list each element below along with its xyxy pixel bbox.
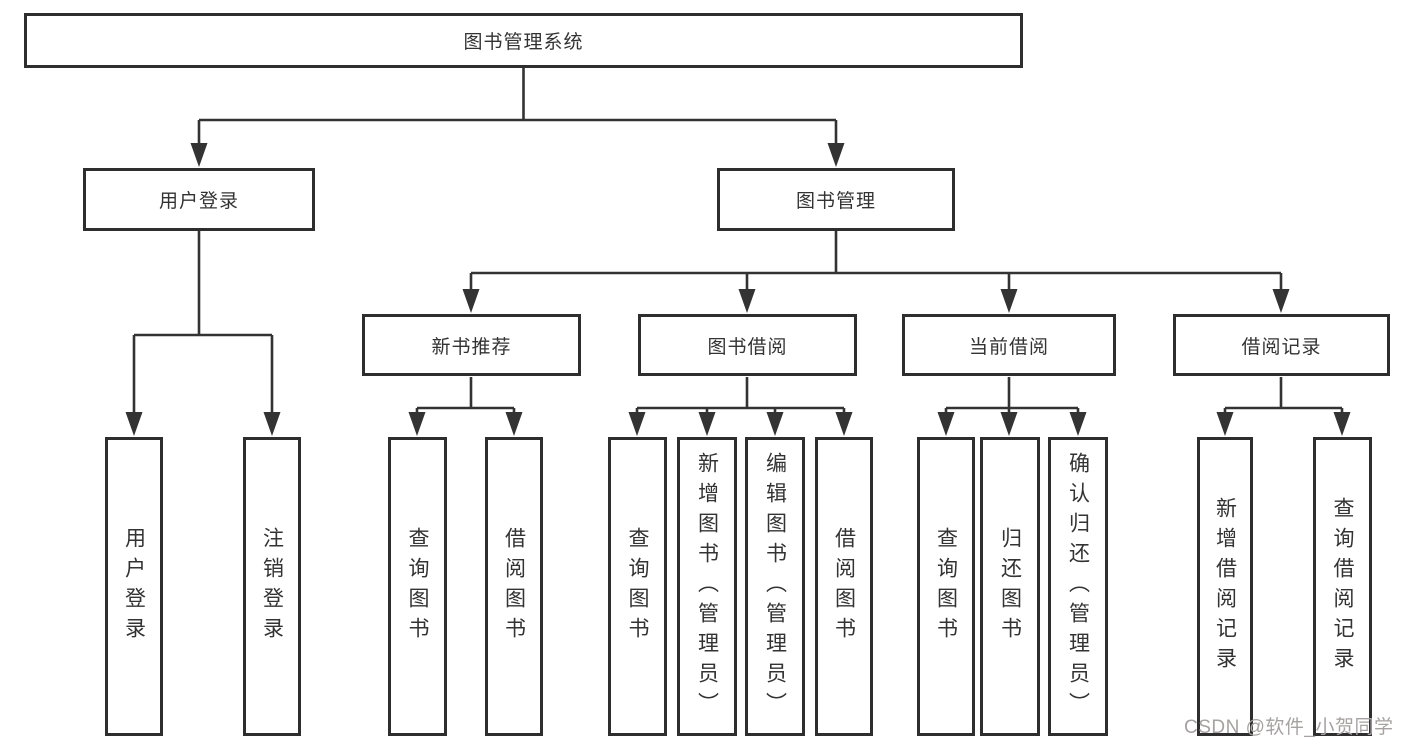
node-leaf-logout: 注销登录 bbox=[243, 437, 301, 736]
arrowhead-icon bbox=[190, 143, 208, 167]
node-leaf-query-books-2: 查询图书 bbox=[608, 437, 667, 736]
node-label: 新增借阅记录 bbox=[1213, 496, 1237, 677]
node-current-borrow: 当前借阅 bbox=[902, 314, 1116, 376]
node-leaf-edit-books-admin: 编辑图书（管理员） bbox=[745, 437, 805, 736]
node-label: 新书推荐 bbox=[431, 336, 512, 358]
arrowhead-icon bbox=[1333, 412, 1351, 436]
node-label: 借阅图书 bbox=[832, 526, 856, 647]
node-label: 编辑图书（管理员） bbox=[763, 451, 787, 722]
node-label: 用户登录 bbox=[158, 191, 239, 212]
node-leaf-query-borrow-record: 查询借阅记录 bbox=[1313, 437, 1372, 736]
node-label: 借阅记录 bbox=[1241, 336, 1322, 358]
node-book-borrow: 图书借阅 bbox=[638, 314, 857, 376]
node-leaf-confirm-return-admin: 确认归还（管理员） bbox=[1048, 437, 1108, 736]
node-label: 用户登录 bbox=[122, 526, 146, 647]
arrowhead-icon bbox=[1216, 412, 1234, 436]
connector-current-borrow-children bbox=[944, 377, 1080, 414]
connector-book-borrow-children bbox=[635, 377, 846, 414]
arrowhead-icon bbox=[263, 412, 281, 436]
node-label: 确认归还（管理员） bbox=[1066, 451, 1090, 722]
node-label: 归还图书 bbox=[998, 526, 1022, 647]
node-label: 查询图书 bbox=[934, 526, 958, 647]
node-label: 注销登录 bbox=[260, 526, 284, 647]
node-leaf-query-books-3: 查询图书 bbox=[917, 437, 975, 736]
node-leaf-add-books-admin: 新增图书（管理员） bbox=[677, 437, 737, 736]
connector-new-book-children bbox=[415, 377, 516, 414]
arrowhead-icon bbox=[462, 289, 480, 313]
connector-user-login-children bbox=[132, 231, 274, 414]
node-leaf-query-books-1: 查询图书 bbox=[388, 437, 447, 736]
node-leaf-add-borrow-record: 新增借阅记录 bbox=[1197, 437, 1253, 736]
node-leaf-user-login: 用户登录 bbox=[105, 437, 163, 736]
node-leaf-return-books: 归还图书 bbox=[980, 437, 1040, 736]
arrowhead-icon bbox=[125, 412, 143, 436]
arrowhead-icon bbox=[1000, 412, 1018, 436]
arrowhead-icon bbox=[505, 412, 523, 436]
arrowhead-icon bbox=[1000, 289, 1018, 313]
arrowhead-icon bbox=[835, 412, 853, 436]
node-leaf-borrow-books-1: 借阅图书 bbox=[485, 437, 543, 736]
node-label: 图书管理 bbox=[795, 191, 876, 212]
node-label: 当前借阅 bbox=[968, 336, 1049, 358]
arrowhead-icon bbox=[766, 412, 784, 436]
arrowhead-icon bbox=[408, 412, 426, 436]
node-root-library-system: 图书管理系统 bbox=[24, 13, 1023, 68]
node-label: 借阅图书 bbox=[502, 526, 526, 647]
node-book-management: 图书管理 bbox=[717, 168, 955, 231]
connector-book-management-children bbox=[469, 231, 1283, 291]
node-new-book-recommend: 新书推荐 bbox=[362, 314, 581, 376]
arrowhead-icon bbox=[628, 412, 646, 436]
node-label: 查询图书 bbox=[626, 526, 649, 647]
node-user-login: 用户登录 bbox=[83, 168, 315, 231]
arrowhead-icon bbox=[738, 289, 756, 313]
node-label: 查询借阅记录 bbox=[1331, 496, 1354, 677]
node-label: 新增图书（管理员） bbox=[695, 451, 719, 722]
node-borrow-records: 借阅记录 bbox=[1173, 314, 1390, 376]
arrowhead-icon bbox=[698, 412, 716, 436]
arrowhead-icon bbox=[827, 143, 845, 167]
node-label: 查询图书 bbox=[406, 526, 429, 647]
node-label: 图书管理系统 bbox=[463, 32, 584, 53]
node-leaf-borrow-books-2: 借阅图书 bbox=[815, 437, 873, 736]
csdn-watermark: CSDN @软件_小贺同学 bbox=[1184, 717, 1394, 738]
connector-borrow-records-children bbox=[1223, 377, 1344, 414]
node-label: 图书借阅 bbox=[707, 336, 788, 358]
arrowhead-icon bbox=[937, 412, 955, 436]
arrowhead-icon bbox=[1069, 412, 1087, 436]
arrowhead-icon bbox=[1272, 289, 1290, 313]
connector-root-to-level2 bbox=[197, 68, 838, 146]
